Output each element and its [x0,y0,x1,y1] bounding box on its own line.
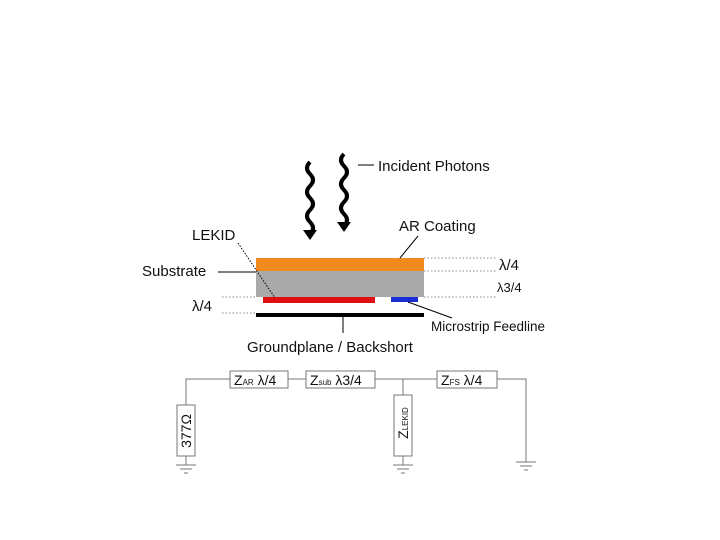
photon-arrow-left [303,160,317,240]
lambda-quarter-left-label: λ/4 [192,298,212,315]
z-ar-label: ZAR λ/4 [234,372,276,388]
groundplane-layer [256,313,424,317]
microstrip-feedline-label: Microstrip Feedline [431,319,545,334]
resistor-377-ohm: 377Ω [176,404,196,457]
impedance-box-ar: ZAR λ/4 [229,370,289,389]
z-lekid-label: ZLEKID [395,407,411,439]
ar-coating-layer [256,258,424,271]
circuit-wires [185,378,527,465]
ground-symbol-middle [393,464,413,474]
impedance-box-free-space: ZFS λ/4 [436,370,498,389]
incident-photons-label: Incident Photons [378,158,490,175]
impedance-box-substrate: Zsub λ3/4 [305,370,376,389]
lekid-strip [263,297,375,303]
substrate-layer [256,271,424,297]
ar-coating-leader [399,235,419,259]
ground-symbol-left [176,464,196,474]
lekid-label: LEKID [192,227,236,244]
ar-coating-label: AR Coating [399,218,476,235]
feedline-leader [407,301,453,319]
lambda-quarter-right-label: λ/4 [499,257,519,274]
z-sub-label: Zsub λ3/4 [310,372,362,388]
resistor-377-label: 377Ω [178,414,194,448]
impedance-box-lekid: ZLEKID [393,394,413,457]
ground-symbol-right [516,461,536,471]
z-fs-label: ZFS λ/4 [441,372,483,388]
substrate-label: Substrate [142,263,206,280]
thickness-guides [222,257,497,314]
microstrip-feedline-strip [391,297,418,302]
lambda-three-quarter-label: λ3/4 [497,280,522,295]
lekid-leader [237,242,276,299]
groundplane-label: Groundplane / Backshort [247,339,414,356]
photon-arrow-right [337,152,351,232]
